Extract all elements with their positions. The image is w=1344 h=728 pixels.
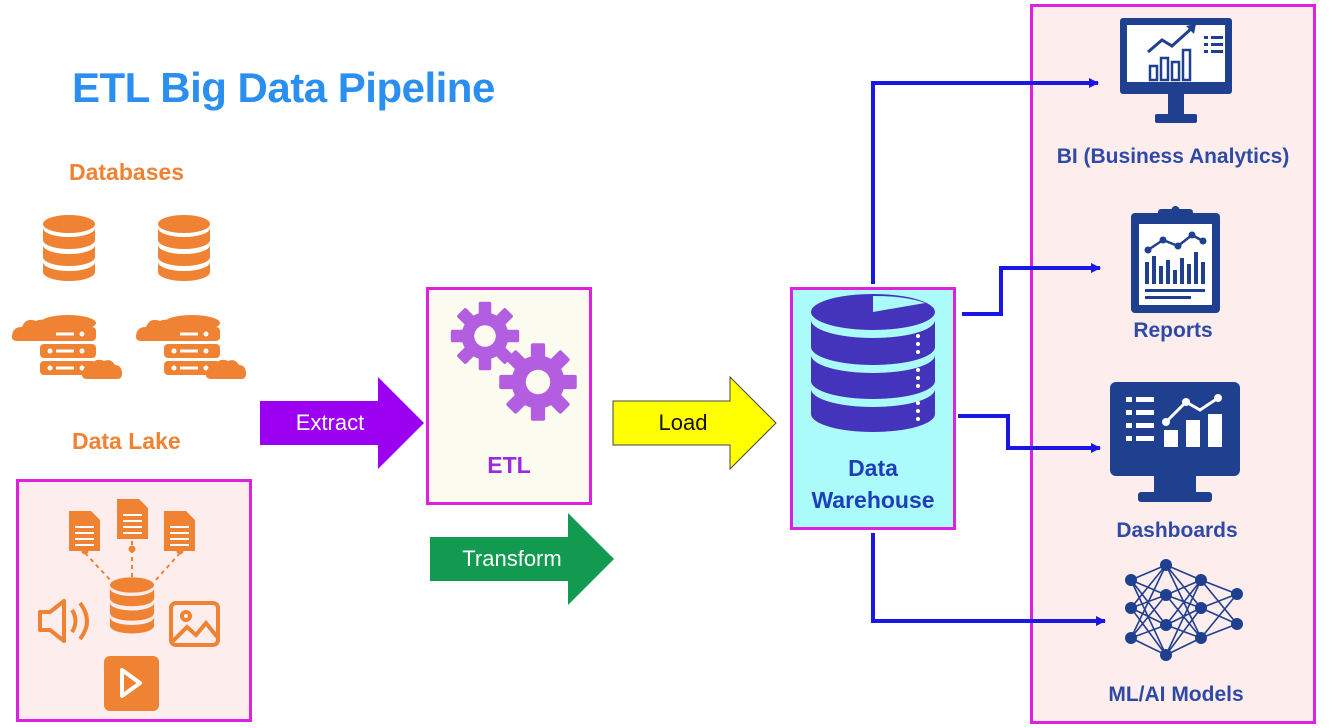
- data-warehouse-label: Data Warehouse: [790, 452, 956, 516]
- audio-icon: [38, 599, 89, 643]
- extract-label: Extract: [295, 410, 365, 435]
- neural-network-icon: [1125, 559, 1243, 661]
- cloud-database-icon: [12, 315, 122, 379]
- databases-label: Databases: [69, 159, 185, 185]
- cloud-database-icon: [136, 315, 246, 379]
- image-icon: [169, 601, 220, 647]
- data-lake-illustration: [38, 498, 220, 711]
- dashboard-monitor-icon: [1110, 382, 1240, 502]
- clipboard-report-icon: [1131, 206, 1220, 313]
- ml-ai-models-label: ML/AI Models: [1108, 683, 1244, 706]
- load-arrow: [612, 375, 777, 471]
- load-label: Load: [658, 410, 708, 435]
- bi-label: BI (Business Analytics): [1056, 145, 1290, 168]
- transform-label: Transform: [462, 546, 562, 571]
- flow-connectors: [871, 78, 1106, 626]
- extract-arrow: [260, 377, 424, 469]
- data-warehouse-label-line1: Data: [848, 455, 898, 481]
- etl-label: ETL: [487, 452, 531, 478]
- monitor-chart-icon: [1120, 18, 1232, 123]
- database-icon: [43, 215, 95, 281]
- data-warehouse-label-line2: Warehouse: [811, 487, 935, 513]
- database-icon: [158, 215, 210, 281]
- transform-arrow: [430, 513, 614, 605]
- data-lake-label: Data Lake: [72, 428, 181, 454]
- data-warehouse-cylinder-icon: [811, 294, 935, 432]
- video-icon: [104, 656, 159, 711]
- dashboards-label: Dashboards: [1116, 519, 1238, 542]
- reports-label: Reports: [1133, 319, 1213, 342]
- etl-box: [426, 287, 592, 505]
- page-title: ETL Big Data Pipeline: [72, 64, 495, 111]
- gears-icon: [450, 301, 577, 421]
